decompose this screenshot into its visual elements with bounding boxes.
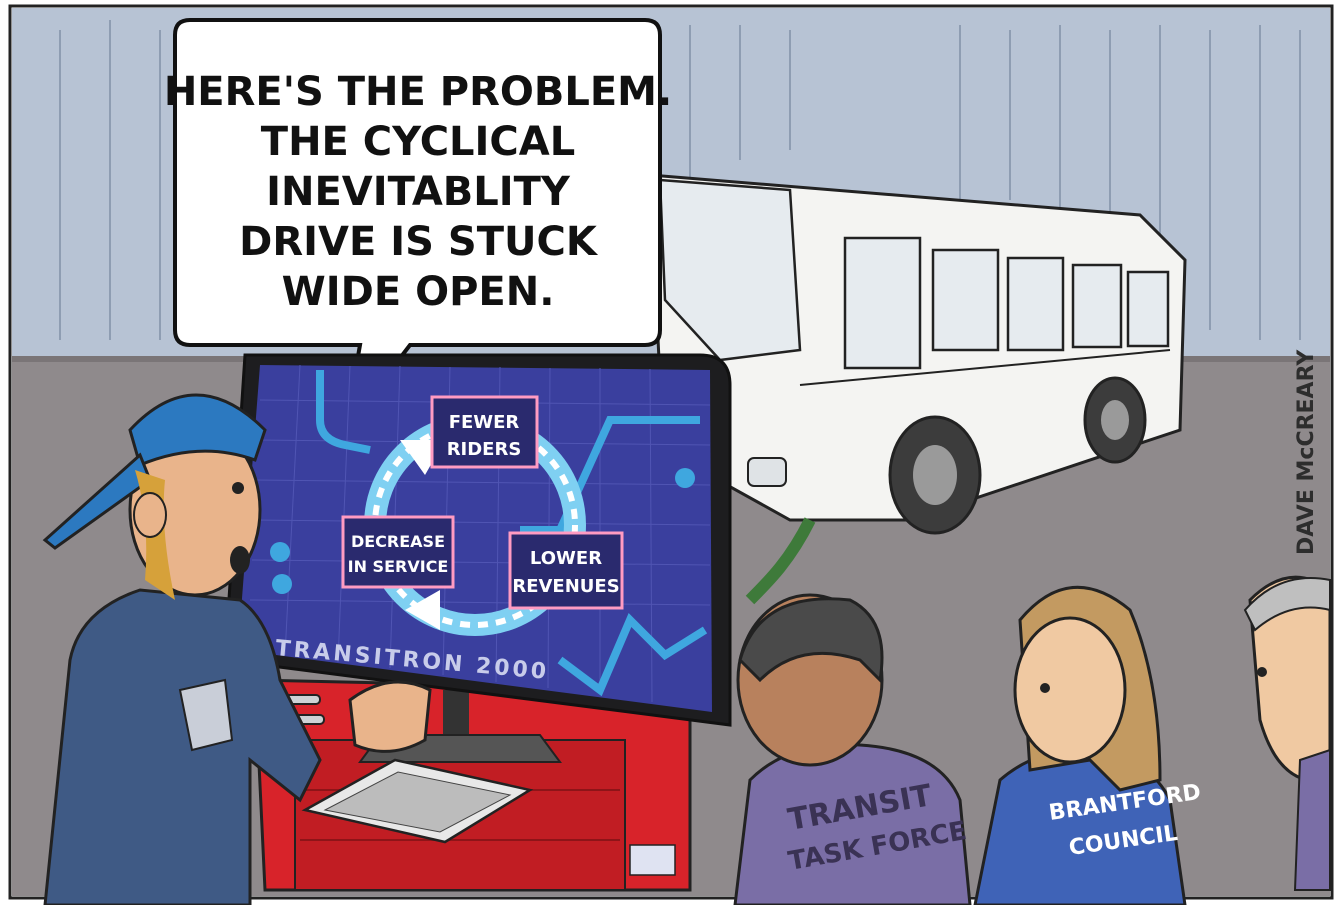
transit-task-force-member: TRANSIT TASK FORCE bbox=[733, 593, 972, 905]
speech-text: HERE'S THE PROBLEM. THE CYCLICAL INEVITA… bbox=[164, 69, 672, 315]
brantford-council-member: BRANTFORD COUNCIL bbox=[973, 585, 1202, 905]
mechanic-figure bbox=[42, 393, 432, 905]
cycle-label-top: FEWER RIDERS bbox=[430, 395, 539, 469]
artist-signature: DAVE McCREARY bbox=[1294, 349, 1319, 555]
speech-line: WIDE OPEN. bbox=[282, 269, 555, 315]
cycle-text: DECREASE bbox=[351, 532, 445, 551]
monitor bbox=[223, 353, 732, 763]
speech-line: INEVITABLITY bbox=[266, 169, 571, 215]
keyboard-icon bbox=[301, 758, 534, 844]
cycle-text: RIDERS bbox=[447, 439, 522, 460]
speech-line: THE CYCLICAL bbox=[261, 119, 575, 165]
speech-line: HERE'S THE PROBLEM. bbox=[164, 69, 672, 115]
cycle-text: REVENUES bbox=[512, 576, 619, 597]
cycle-label-right: LOWER REVENUES bbox=[508, 531, 624, 610]
cycle-text: LOWER bbox=[530, 548, 602, 569]
bus-icon bbox=[648, 173, 1187, 605]
cycle-label-left: DECREASE IN SERVICE bbox=[341, 515, 455, 589]
cycle-text: FEWER bbox=[449, 412, 520, 433]
cycle-text: IN SERVICE bbox=[348, 557, 449, 576]
bystander bbox=[1243, 575, 1332, 891]
speech-line: DRIVE IS STUCK bbox=[239, 219, 599, 265]
